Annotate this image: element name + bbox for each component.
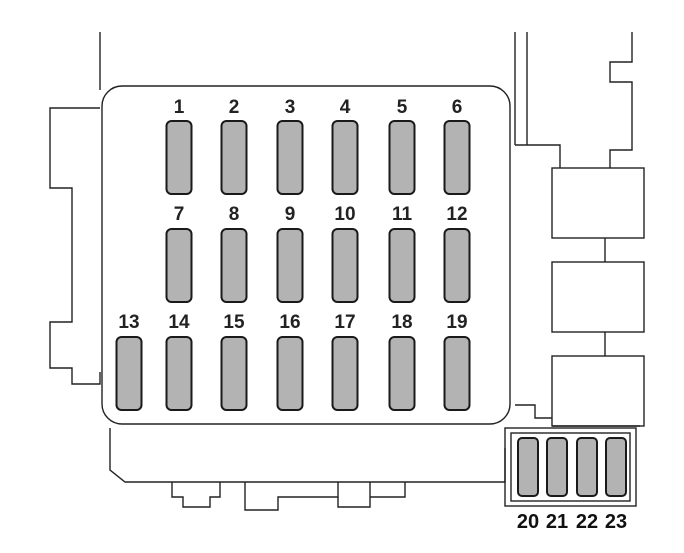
fuse-label-11: 11 [392, 204, 413, 225]
fuse-3 [276, 120, 304, 195]
fuse-4 [331, 120, 359, 195]
fuse-label-7: 7 [174, 204, 185, 225]
fuse-label-12: 12 [446, 204, 467, 225]
fuse-22 [576, 437, 598, 497]
fuse-label-9: 9 [285, 204, 296, 225]
fuse-label-1: 1 [174, 97, 185, 118]
fuse-label-10: 10 [334, 204, 355, 225]
fuse-7 [165, 228, 193, 303]
fuse-2 [220, 120, 248, 195]
fuse-18 [388, 336, 416, 411]
surrounding-structure [49, 32, 645, 511]
fuse-label-6: 6 [452, 97, 463, 118]
fuse-9 [276, 228, 304, 303]
fuse-label-18: 18 [391, 312, 412, 333]
fuse-6 [443, 120, 471, 195]
fuse-label-20: 20 [517, 511, 539, 533]
sub-fuse-panel-inner [510, 432, 631, 502]
fuse-label-23: 23 [605, 511, 627, 533]
sub-fuse-group: 20 21 22 23 [517, 437, 627, 533]
sub-fuse-panel-outer [504, 427, 637, 507]
fuse-label-8: 8 [229, 204, 240, 225]
fuse-label-16: 16 [279, 312, 300, 333]
fuse-19 [443, 336, 471, 411]
fuse-label-19: 19 [446, 312, 467, 333]
fuse-16 [276, 336, 304, 411]
fuse-8 [220, 228, 248, 303]
fuse-label-22: 22 [576, 511, 598, 533]
fuse-11 [388, 228, 416, 303]
fuse-label-13: 13 [118, 312, 139, 333]
fuse-12 [443, 228, 471, 303]
fuse-14 [165, 336, 193, 411]
fuse-17 [331, 336, 359, 411]
fuse-20 [517, 437, 539, 497]
fuse-23 [605, 437, 627, 497]
fuse-label-17: 17 [334, 312, 355, 333]
fuse-5 [388, 120, 416, 195]
fuse-label-21: 21 [546, 511, 568, 533]
fuse-label-5: 5 [397, 97, 408, 118]
fuse-21 [546, 437, 568, 497]
fuse-label-14: 14 [168, 312, 190, 333]
fuse-1 [165, 120, 193, 195]
main-fuse-panel [101, 85, 511, 425]
fuse-10 [331, 228, 359, 303]
fuse-13 [115, 336, 143, 411]
fuse-label-15: 15 [223, 312, 245, 333]
fuse-label-2: 2 [229, 97, 240, 118]
fuse-15 [220, 336, 248, 411]
fuse-label-4: 4 [340, 97, 351, 118]
fuse-label-3: 3 [285, 97, 296, 118]
